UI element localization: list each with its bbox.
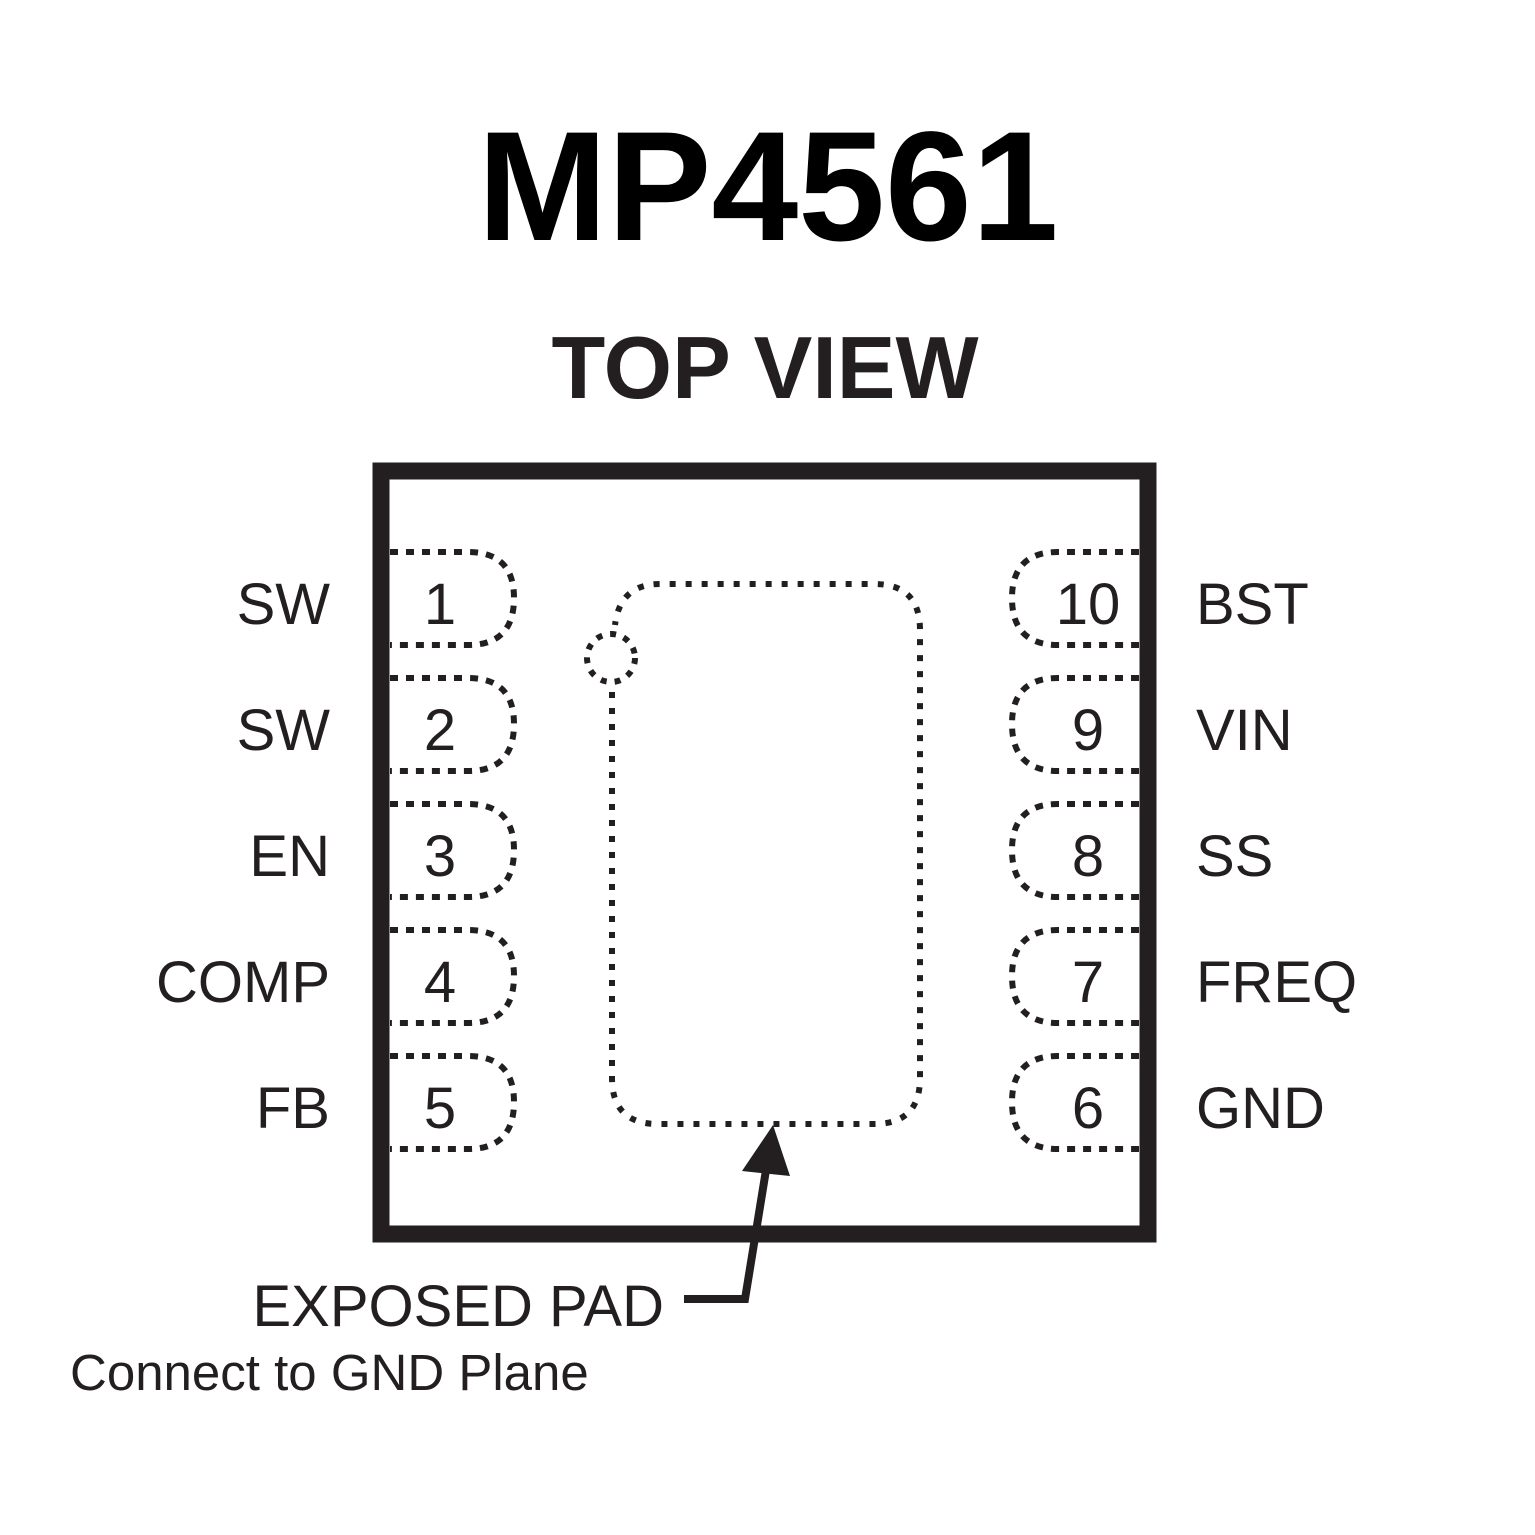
pin-pad-6 xyxy=(1008,1053,1139,1152)
pin-name: FB xyxy=(256,1076,330,1141)
pin-number: 2 xyxy=(424,698,456,763)
pin-number: 7 xyxy=(1072,950,1104,1015)
right-pin-8: 8 SS xyxy=(1072,824,1274,889)
exposed-pad-label: EXPOSED PAD xyxy=(253,1274,665,1339)
pin-pad-3 xyxy=(390,801,518,900)
left-pin-pads xyxy=(390,549,518,1152)
pin-number: 6 xyxy=(1072,1076,1104,1141)
package-outline xyxy=(372,462,1157,1243)
pin-pad-5 xyxy=(390,1053,518,1152)
pin-number: 8 xyxy=(1072,824,1104,889)
pin-name: SS xyxy=(1196,824,1273,889)
pin-pad-10 xyxy=(1008,549,1139,648)
left-pin-2: 2 SW xyxy=(237,698,457,763)
pin-number: 10 xyxy=(1056,572,1121,637)
part-number-title: MP4561 xyxy=(477,100,1058,274)
pin1-marker-icon xyxy=(584,631,638,685)
pin-pad-2 xyxy=(390,675,518,774)
exposed-pad-outline xyxy=(609,581,923,1127)
right-pin-pads xyxy=(1008,549,1139,1152)
right-pin-10: 10 BST xyxy=(1056,572,1309,637)
right-pin-9: 9 VIN xyxy=(1072,698,1293,763)
left-pin-4: 4 COMP xyxy=(156,950,456,1015)
exposed-pad-leader-line xyxy=(684,1169,770,1303)
pin-number: 5 xyxy=(424,1076,456,1141)
pin-name: SW xyxy=(237,698,331,763)
arrow-up-icon xyxy=(742,1125,790,1176)
pin-number: 4 xyxy=(424,950,456,1015)
pin-number: 9 xyxy=(1072,698,1104,763)
pin-pad-1 xyxy=(390,549,518,648)
right-pin-6: 6 GND xyxy=(1072,1076,1325,1141)
pin-number: 1 xyxy=(424,572,456,637)
left-pin-3: 3 EN xyxy=(249,824,456,889)
pin-pad-8 xyxy=(1008,801,1139,900)
pin-name: COMP xyxy=(156,950,330,1015)
view-label: TOP VIEW xyxy=(551,318,978,417)
pin-pad-4 xyxy=(390,927,518,1026)
pin-pad-7 xyxy=(1008,927,1139,1026)
exposed-pad-note: Connect to GND Plane xyxy=(70,1344,589,1401)
pin-name: EN xyxy=(249,824,330,889)
pin-pad-9 xyxy=(1008,675,1139,774)
right-pin-7: 7 FREQ xyxy=(1072,950,1357,1015)
pin-name: SW xyxy=(237,572,331,637)
pin-name: BST xyxy=(1196,572,1309,637)
left-pin-5: 5 FB xyxy=(256,1076,456,1141)
pin-name: FREQ xyxy=(1196,950,1357,1015)
pin-number: 3 xyxy=(424,824,456,889)
left-pin-1: 1 SW xyxy=(237,572,457,637)
pin-name: GND xyxy=(1196,1076,1325,1141)
pin-name: VIN xyxy=(1196,698,1293,763)
